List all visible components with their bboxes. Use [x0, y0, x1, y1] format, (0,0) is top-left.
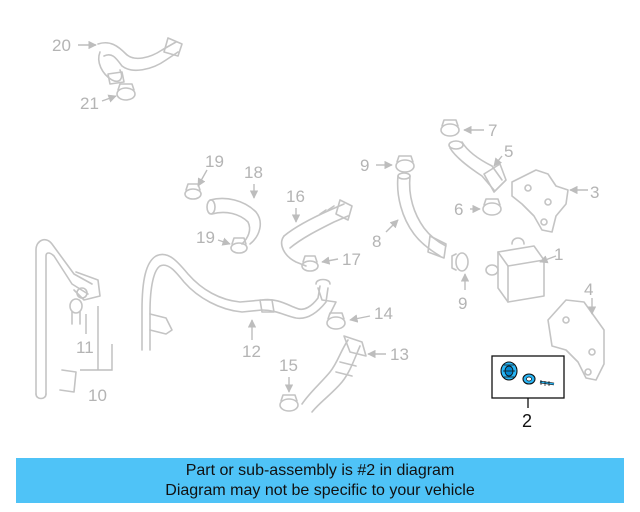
callout-9-lower: 9 [458, 294, 467, 313]
callout-5: 5 [504, 142, 513, 161]
clamp-9-upper-illustration [395, 155, 415, 173]
callout-7: 7 [488, 121, 497, 140]
hose-8-illustration [396, 172, 447, 259]
pump-1-illustration [485, 237, 545, 303]
callout-12: 12 [242, 342, 261, 361]
callout-13: 13 [390, 345, 409, 364]
callout-3: 3 [590, 183, 599, 202]
part-2-sensor-illustration [500, 361, 555, 386]
bracket-3-illustration [511, 169, 569, 233]
callout-11: 11 [76, 338, 94, 357]
callout-19-lower: 19 [196, 228, 215, 247]
callout-4: 4 [584, 280, 593, 299]
callout-6: 6 [454, 200, 463, 219]
hose-5-illustration [448, 140, 507, 193]
hose-16-illustration [280, 199, 353, 267]
callout-18: 18 [244, 163, 263, 182]
callout-15: 15 [279, 356, 298, 375]
callout-21: 21 [80, 94, 99, 113]
hose-13-illustration [301, 335, 367, 413]
pipe-10-illustration [35, 238, 101, 400]
clamp-7-illustration [440, 119, 460, 137]
info-banner: Part or sub-assembly is #2 in diagram Di… [16, 458, 624, 503]
hose-20-illustration [97, 37, 183, 85]
hose-18-illustration [206, 197, 262, 245]
bracket-4-illustration [547, 299, 605, 381]
clamp-15-illustration [279, 394, 299, 412]
clamp-11-illustration [69, 298, 83, 325]
callout-16: 16 [286, 187, 305, 206]
callout-14: 14 [374, 304, 393, 323]
callout-20: 20 [52, 36, 71, 55]
clamp-14-illustration [326, 312, 346, 330]
callout-2[interactable]: 2 [522, 411, 532, 431]
clamp-21-illustration [116, 83, 136, 101]
callout-9-upper: 9 [360, 156, 369, 175]
parts-diagram: 20 21 19 18 19 16 17 [35, 36, 605, 431]
clamp-19-lower-illustration [230, 237, 248, 254]
clamp-19-upper-illustration [184, 183, 202, 200]
callout-10: 10 [88, 386, 107, 405]
callout-8: 8 [372, 232, 381, 251]
banner-line-1: Part or sub-assembly is #2 in diagram [185, 462, 455, 479]
callout-1: 1 [554, 245, 563, 264]
callout-17: 17 [342, 250, 361, 269]
pipe-12-illustration [141, 253, 337, 351]
clamp-9-lower-illustration [451, 252, 469, 272]
banner-line-2: Diagram may not be specific to your vehi… [165, 482, 475, 499]
callout-19-upper: 19 [205, 152, 224, 171]
clamp-17-illustration [301, 255, 319, 272]
part-2-highlight-box[interactable] [491, 355, 565, 399]
clamp-6-illustration [482, 198, 502, 216]
